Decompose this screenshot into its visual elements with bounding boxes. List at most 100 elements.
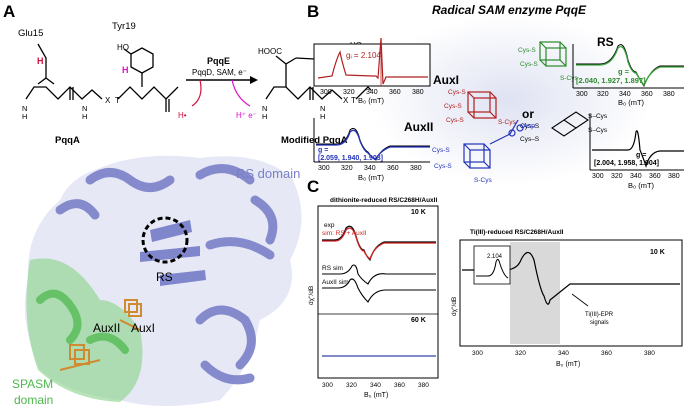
svg-text:380: 380 bbox=[644, 350, 655, 357]
rs-domain-label: RS domain bbox=[236, 166, 300, 181]
svg-text:320: 320 bbox=[597, 91, 609, 98]
pqqe-structure-background bbox=[370, 15, 650, 185]
auxii-cluster bbox=[463, 119, 524, 169]
nh-label-8: H bbox=[320, 112, 325, 121]
t-label-1: T bbox=[115, 96, 120, 105]
alt-inset-ticks: 300 320 340 360 380 bbox=[592, 173, 680, 180]
svg-text:Cys-S: Cys-S bbox=[446, 117, 464, 124]
panel-letter-a: A bbox=[3, 2, 15, 21]
protein-structure-image bbox=[24, 155, 302, 406]
rs-inset-xlabel: B₀ (mT) bbox=[618, 98, 645, 107]
exp-legend: exp bbox=[324, 222, 335, 229]
right-ylabel: dχ''/dB bbox=[451, 297, 458, 316]
left-ylabel: dχ''/dB bbox=[308, 286, 315, 305]
left-temp-60k: 60 K bbox=[411, 317, 426, 324]
rs-cluster-labels: Cys-S Cys-S S-Cys bbox=[518, 47, 578, 82]
svg-text:380: 380 bbox=[410, 165, 422, 172]
oh-label: HO bbox=[117, 43, 129, 52]
panel-c-left-spectra: dithionite-reduced RS/C268H/AuxII 10 K e… bbox=[308, 197, 439, 399]
svg-text:300: 300 bbox=[320, 89, 332, 96]
asp-label: Asp bbox=[523, 123, 535, 130]
svg-text:Cys-S: Cys-S bbox=[518, 47, 536, 54]
rs-site-label: RS bbox=[156, 270, 173, 284]
h-red-label: H bbox=[37, 56, 44, 66]
svg-text:340: 340 bbox=[630, 173, 642, 180]
svg-text:Cys-S: Cys-S bbox=[444, 103, 462, 110]
auxii-sim-legend: AuxII sim bbox=[322, 279, 349, 286]
nh-label-3: N bbox=[82, 104, 87, 113]
svg-text:360: 360 bbox=[394, 382, 405, 389]
rs-sim-legend: RS sim bbox=[322, 265, 343, 272]
x-label-2: X bbox=[343, 96, 349, 105]
auxii-cluster-labels: Cys-S Cys-S S-Cys bbox=[432, 147, 492, 184]
svg-text:Cys–S: Cys–S bbox=[520, 136, 540, 143]
g-rs-label: g = bbox=[618, 67, 630, 76]
right-inset-g: 2.104 bbox=[487, 254, 503, 260]
svg-text:320: 320 bbox=[346, 382, 357, 389]
svg-text:320: 320 bbox=[611, 173, 623, 180]
svg-text:340: 340 bbox=[364, 165, 376, 172]
glu15-label: Glu15 bbox=[18, 28, 43, 39]
nh-label-5: N bbox=[262, 104, 267, 113]
spasm-label: SPASM bbox=[12, 377, 53, 391]
alt-inset-xlabel: B₀ (mT) bbox=[628, 181, 655, 190]
nh-label-4: H bbox=[82, 112, 87, 121]
nh-label-6: H bbox=[262, 112, 267, 121]
svg-text:320: 320 bbox=[341, 165, 353, 172]
auxi-label: AuxI bbox=[433, 73, 459, 87]
svg-text:380: 380 bbox=[412, 89, 424, 96]
h-plus-label: H⁺ e⁻ bbox=[236, 111, 257, 120]
g-auxii-label: g = bbox=[318, 147, 328, 154]
svg-text:380: 380 bbox=[663, 91, 675, 98]
rs-epr-inset bbox=[572, 44, 684, 89]
auxi-inset-xlabel: B₀ (mT) bbox=[358, 96, 385, 105]
svg-text:Cys-S: Cys-S bbox=[434, 163, 452, 170]
svg-text:Cys-S: Cys-S bbox=[432, 147, 450, 154]
svg-text:340: 340 bbox=[370, 382, 381, 389]
svg-text:340: 340 bbox=[619, 91, 631, 98]
auxi-inset-ticks: 300 320 340 360 380 bbox=[320, 89, 424, 96]
auxii-inset-xlabel: B₀ (mT) bbox=[358, 173, 385, 182]
h-radical-label: H• bbox=[178, 111, 187, 120]
svg-text:S-Cys: S-Cys bbox=[474, 177, 492, 184]
right-spectrum-title: Ti(III)-reduced RS/C268H/AuxII bbox=[470, 229, 564, 236]
reaction-arrow bbox=[186, 76, 258, 107]
ti-note-line1: Ti(III)-EPR bbox=[585, 312, 614, 318]
h-magenta-label: H bbox=[122, 65, 129, 75]
svg-text:S–Cys: S–Cys bbox=[588, 127, 608, 134]
auxii-inset-ticks: 300 320 340 360 380 bbox=[318, 165, 422, 172]
svg-text:300: 300 bbox=[576, 91, 588, 98]
alt-epr-inset bbox=[589, 114, 684, 171]
svg-text:320: 320 bbox=[343, 89, 355, 96]
left-ticks: 300 320 340 360 380 bbox=[322, 382, 429, 389]
alt-cluster bbox=[551, 111, 589, 137]
right-temp-10k: 10 K bbox=[650, 249, 665, 256]
svg-text:380: 380 bbox=[418, 382, 429, 389]
svg-text:360: 360 bbox=[601, 350, 612, 357]
g-auxii-values: [2.059, 1.940, 1.903] bbox=[318, 155, 383, 162]
t-label-2: T bbox=[351, 96, 356, 105]
panel-b-title: Radical SAM enzyme PqqE bbox=[432, 3, 587, 17]
auxi-cluster-labels: Cys-S Cys-S Cys-S S-Cys bbox=[444, 89, 516, 126]
svg-text:380: 380 bbox=[668, 173, 680, 180]
x-label-1: X bbox=[105, 96, 111, 105]
hooc-label: HOOC bbox=[258, 47, 282, 56]
rs-label: RS bbox=[597, 35, 614, 49]
ti-note-line2: signals bbox=[590, 320, 609, 326]
auxii-label: AuxII bbox=[404, 120, 433, 134]
or-label: or bbox=[522, 107, 534, 121]
auxii-epr-inset bbox=[313, 118, 430, 163]
svg-text:360: 360 bbox=[649, 173, 661, 180]
nh-label-1: N bbox=[22, 104, 27, 113]
g-rs-values: [2.040, 1.927, 1.897] bbox=[576, 76, 646, 85]
nh-label-7: N bbox=[320, 104, 325, 113]
alt-cluster-labels: Cys–S Cys–S S–Cys S–Cys bbox=[520, 113, 608, 143]
svg-text:340: 340 bbox=[558, 350, 569, 357]
svg-text:360: 360 bbox=[387, 165, 399, 172]
auxi-epr-inset bbox=[313, 37, 431, 87]
svg-text:340: 340 bbox=[366, 89, 378, 96]
right-ticks: 300 320 340 360 380 bbox=[472, 350, 655, 357]
nh-label-2: H bbox=[22, 112, 27, 121]
left-spectra-title: dithionite-reduced RS/C268H/AuxII bbox=[330, 197, 437, 204]
